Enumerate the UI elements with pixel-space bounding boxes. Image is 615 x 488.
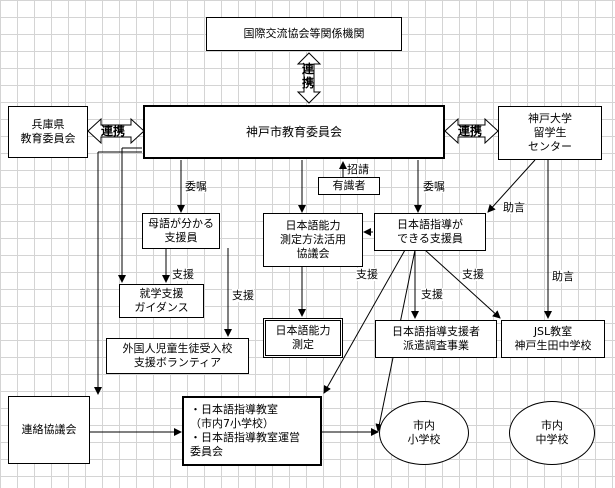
node-kobe-univ-center: 神戸大学 留学生 センター: [498, 106, 602, 160]
node-junior-line-2: 中学校: [535, 433, 569, 446]
node-measure-line-2: 測定: [292, 338, 314, 351]
node-classroom-line-2: （市内7小学校）: [190, 417, 274, 430]
node-instructor-line-1: 日本語指導が: [397, 218, 463, 231]
label-renkei-left: 連携: [101, 124, 126, 138]
node-hyogo-board: 兵庫県 教育委員会: [8, 106, 88, 158]
node-elementary-schools: 市内 小学校: [379, 401, 469, 465]
node-elementary-line-2: 小学校: [407, 433, 441, 446]
node-experts-text: 有識者: [332, 179, 366, 192]
node-hyogo-line-1: 兵庫県: [31, 118, 65, 131]
renkei-arrow-intl-board: [296, 52, 322, 104]
label-renkei-right: 連携: [458, 124, 483, 138]
label-invitation: 招請: [347, 163, 369, 176]
node-instructor-line-2: できる支援員: [397, 232, 463, 245]
node-council-line-3: 協議会: [296, 247, 330, 260]
node-junior-high-schools: 市内 中学校: [509, 401, 595, 465]
label-support-classroom: 支援: [356, 268, 378, 281]
node-intl-orgs-text: 国際交流協会等関係機関: [243, 27, 365, 40]
label-support-jsl: 支援: [462, 268, 484, 281]
node-dispatch-line-2: 派遣調査事業: [403, 339, 469, 352]
node-liaison-text: 連絡協議会: [21, 423, 77, 436]
node-univ-line-3: センター: [528, 140, 572, 153]
node-measure-line-1: 日本語能力: [275, 324, 331, 337]
arrow-univ-instructor: [487, 159, 536, 213]
node-board-text: 神戸市教育委員会: [245, 125, 342, 139]
node-experts: 有識者: [318, 177, 380, 195]
node-enrollment-guidance: 就学支援 ガイダンス: [119, 284, 204, 318]
node-jsl-classroom: JSL教室 神戸生田中学校: [501, 320, 605, 358]
node-guidance-line-1: 就学支援: [139, 287, 184, 300]
node-bilingual-supporter: 母語が分かる 支援員: [142, 213, 220, 249]
node-volunteer-line-2: 支援ボランティア: [133, 356, 222, 369]
node-volunteer-line-1: 外国人児童生徒受入校: [122, 342, 233, 355]
node-elementary-line-1: 市内: [413, 419, 435, 432]
label-renkei-v-1: 連: [302, 62, 315, 76]
node-board-of-education: 神戸市教育委員会: [143, 105, 445, 159]
label-support-dispatch: 支援: [421, 288, 443, 301]
label-advice-instructor: 助言: [503, 201, 525, 214]
node-classroom-line-1: ・日本語指導教室: [190, 403, 278, 416]
label-support-volunteer: 支援: [232, 289, 254, 302]
label-renkei-v-2: 携: [302, 76, 315, 90]
node-jsl-line-2: 神戸生田中学校: [514, 339, 592, 352]
node-council-line-1: 日本語能力: [285, 219, 341, 232]
node-jp-classroom: ・日本語指導教室 （市内7小学校） ・日本語指導教室運営 委員会: [182, 396, 322, 466]
node-junior-line-1: 市内: [541, 419, 563, 432]
node-classroom-line-3: ・日本語指導教室運営: [190, 431, 300, 444]
node-bilingual-line-2: 支援員: [164, 231, 198, 244]
arrow-instructor-jsl: [424, 249, 501, 319]
node-guidance-line-2: ガイダンス: [134, 301, 189, 314]
label-advice-jsl: 助言: [552, 270, 574, 283]
node-bilingual-line-1: 母語が分かる: [148, 217, 214, 230]
node-council-line-2: 測定方法活用: [280, 233, 346, 246]
node-univ-line-2: 留学生: [533, 126, 567, 139]
node-language-measure: 日本語能力 測定: [263, 318, 343, 358]
node-volunteer: 外国人児童生徒受入校 支援ボランティア: [106, 338, 249, 374]
label-commission-bilingual: 委嘱: [185, 180, 207, 193]
label-support-guidance: 支援: [172, 268, 194, 281]
label-renkei-vertical: 連 携: [302, 62, 314, 90]
node-classroom-line-4: 委員会: [190, 445, 223, 458]
node-hyogo-line-2: 教育委員会: [20, 132, 76, 145]
label-commission-instructor: 委嘱: [423, 180, 445, 193]
node-dispatch-survey: 日本語指導支援者 派遣調査事業: [375, 320, 497, 358]
node-instructor-supporter: 日本語指導が できる支援員: [374, 213, 486, 251]
node-test-council: 日本語能力 測定方法活用 協議会: [263, 213, 363, 267]
node-univ-line-1: 神戸大学: [528, 112, 572, 125]
node-liaison-council: 連絡協議会: [8, 396, 90, 464]
arrow-instructor-classroom: [323, 249, 406, 394]
node-dispatch-line-1: 日本語指導支援者: [392, 325, 480, 338]
node-intl-orgs: 国際交流協会等関係機関: [206, 17, 402, 51]
node-jsl-line-1: JSL教室: [533, 325, 573, 338]
